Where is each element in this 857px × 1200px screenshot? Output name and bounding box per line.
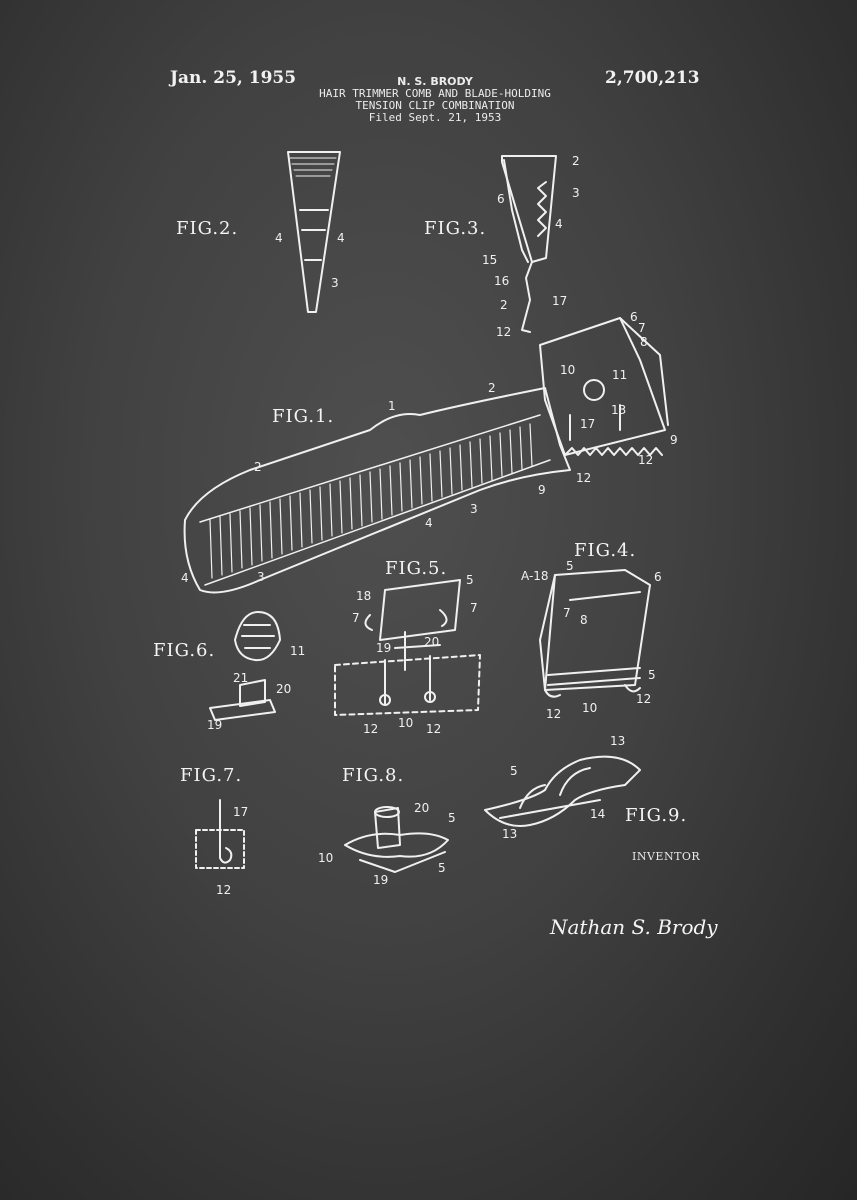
svg-text:7: 7 [563,606,571,620]
patent-number: 2,700,213 [605,68,700,88]
svg-text:20: 20 [276,682,291,696]
svg-text:12: 12 [576,471,591,485]
svg-text:4: 4 [181,571,189,585]
svg-text:4: 4 [555,217,563,231]
svg-text:1: 1 [388,399,396,413]
svg-text:8: 8 [580,613,588,627]
svg-text:2: 2 [488,381,496,395]
svg-text:12: 12 [636,692,651,706]
inventor-name-header: N. S. BRODY [397,75,473,88]
svg-text:2: 2 [254,460,262,474]
fig9-label: FIG.9. [625,805,688,826]
svg-text:12: 12 [496,325,511,339]
svg-text:3: 3 [257,570,265,584]
svg-text:17: 17 [580,417,595,431]
patent-date: Jan. 25, 1955 [170,68,297,88]
svg-text:20: 20 [424,635,439,649]
svg-text:8: 8 [640,335,648,349]
filed-date: Filed Sept. 21, 1953 [368,111,502,124]
svg-text:21: 21 [233,671,248,685]
svg-text:13: 13 [502,827,517,841]
svg-text:14: 14 [590,807,605,821]
svg-text:16: 16 [494,274,509,288]
svg-text:19: 19 [373,873,388,887]
svg-text:7: 7 [470,601,478,615]
inventor-label: INVENTOR [632,850,701,863]
svg-text:A-18: A-18 [521,569,549,583]
svg-text:5: 5 [510,764,518,778]
svg-text:10: 10 [318,851,333,865]
title-line-2: TENSION CLIP COMBINATION [355,99,515,112]
svg-text:11: 11 [612,368,627,382]
fig1-comb-teeth [209,423,533,579]
svg-text:12: 12 [216,883,231,897]
svg-text:18: 18 [356,589,371,603]
fig7-drawing [195,799,245,869]
fig6-label: FIG.6. [153,640,216,661]
svg-text:9: 9 [538,483,546,497]
svg-text:19: 19 [376,641,391,655]
inventor-signature: Nathan S. Brody [550,915,718,939]
svg-text:3: 3 [470,502,478,516]
svg-text:7: 7 [352,611,360,625]
svg-text:2: 2 [572,154,580,168]
svg-text:10: 10 [560,363,575,377]
svg-text:6: 6 [630,310,638,324]
fig9-drawing [484,755,641,827]
fig2-label: FIG.2. [176,218,239,239]
svg-text:11: 11 [290,644,305,658]
fig5-label: FIG.5. [385,558,448,579]
svg-text:12: 12 [363,722,378,736]
svg-text:3: 3 [331,276,339,290]
svg-text:13: 13 [611,403,626,417]
fig2-drawing [287,151,341,313]
title-line-1: HAIR TRIMMER COMB AND BLADE-HOLDING [319,87,551,100]
svg-text:17: 17 [233,805,248,819]
fig3-label: FIG.3. [424,218,487,239]
fig5-drawing [334,579,481,716]
svg-text:5: 5 [466,573,474,587]
fig4-drawing [539,569,651,698]
svg-text:12: 12 [638,453,653,467]
svg-text:5: 5 [448,811,456,825]
svg-text:13: 13 [610,734,625,748]
svg-text:10: 10 [398,716,413,730]
fig8-label: FIG.8. [342,765,405,786]
svg-text:2: 2 [500,298,508,312]
svg-text:4: 4 [425,516,433,530]
fig1-comb-drawing [183,387,571,594]
fig1-label: FIG.1. [272,406,335,427]
svg-text:6: 6 [497,192,505,206]
svg-text:6: 6 [654,570,662,584]
svg-text:9: 9 [670,433,678,447]
svg-text:10: 10 [582,701,597,715]
fig1-blade-holder [539,317,669,456]
svg-text:7: 7 [638,321,646,335]
fig6-drawing [209,611,281,721]
svg-text:20: 20 [414,801,429,815]
svg-text:12: 12 [426,722,441,736]
svg-text:3: 3 [572,186,580,200]
svg-text:17: 17 [552,294,567,308]
fig8-drawing [344,806,449,873]
fig7-label: FIG.7. [180,765,243,786]
svg-text:15: 15 [482,253,497,267]
svg-text:12: 12 [546,707,561,721]
svg-text:5: 5 [438,861,446,875]
svg-text:4: 4 [337,231,345,245]
svg-text:19: 19 [207,718,222,732]
fig4-label: FIG.4. [574,540,637,561]
svg-text:5: 5 [648,668,656,682]
fig3-drawing [501,155,557,333]
svg-text:5: 5 [566,559,574,573]
svg-text:4: 4 [275,231,283,245]
